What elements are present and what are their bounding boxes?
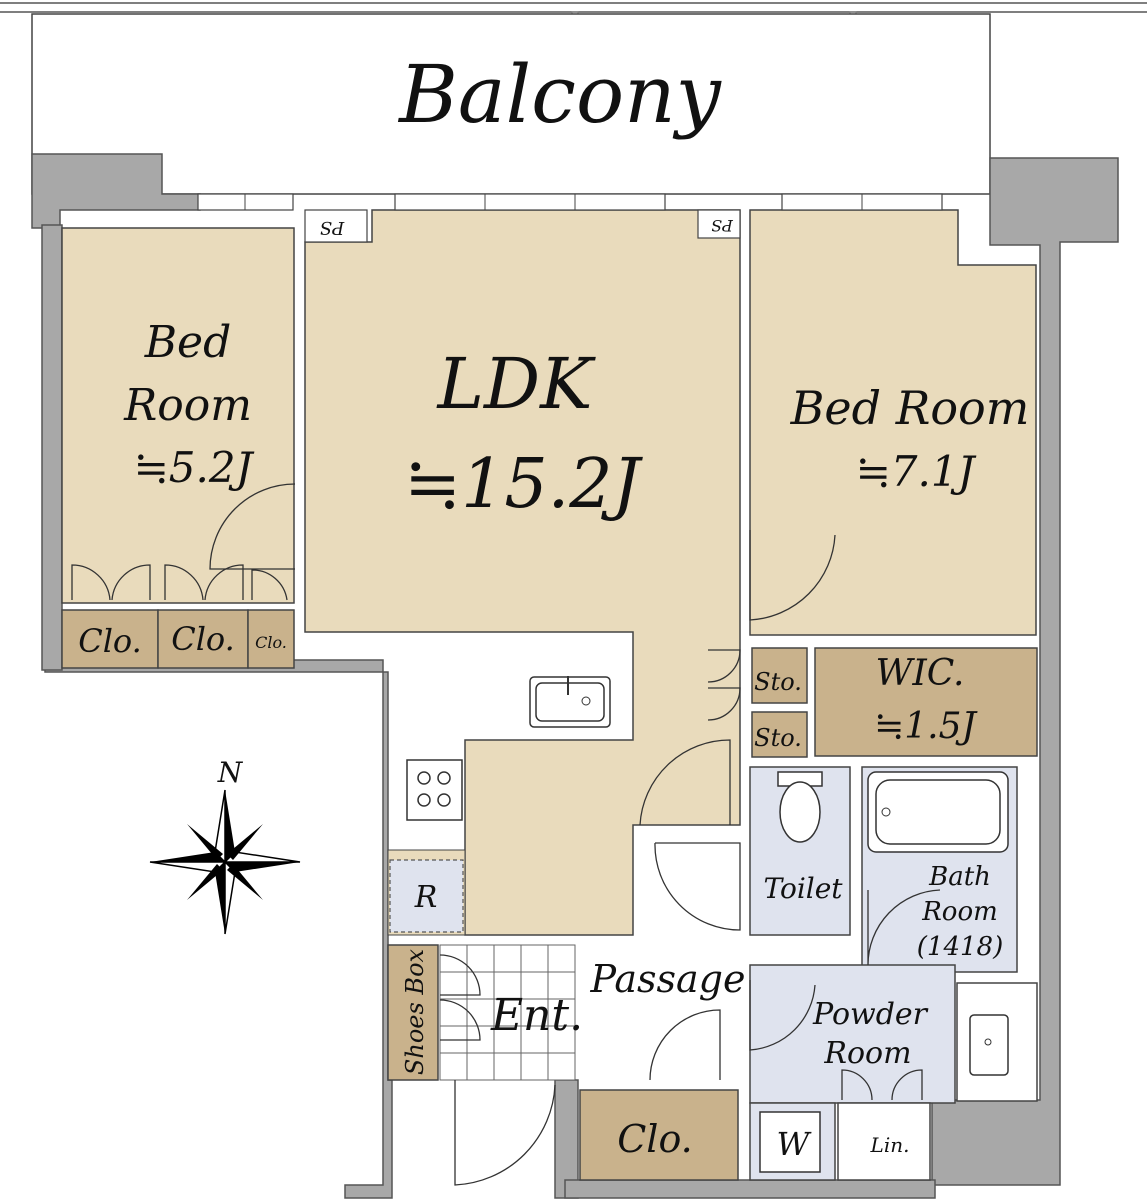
- vanity-basin: [969, 1014, 1009, 1076]
- balcony-label: Balcony: [397, 48, 723, 141]
- storage-1-label: Sto.: [754, 668, 802, 696]
- bedroom-left-floor: [61, 227, 295, 604]
- ps-right-label: PS: [711, 216, 734, 235]
- toilet-label: Toilet: [763, 872, 843, 905]
- windows: [197, 193, 943, 211]
- entrance-label: Ent.: [490, 990, 583, 1041]
- bedroom-right-label: Bed Room: [790, 381, 1030, 435]
- closet-left-1: [61, 609, 159, 669]
- entrance-tiles: [439, 944, 576, 1081]
- wic-floor: [814, 647, 1038, 757]
- doors: [71, 483, 941, 1186]
- north-compass-icon: [149, 789, 301, 935]
- wic-label: WIC.: [876, 653, 965, 694]
- powder-room-floor: [749, 964, 956, 1104]
- closet-left-2-label: Clo.: [171, 620, 235, 658]
- linen-label: Lin.: [870, 1133, 910, 1157]
- closet-left-3: [247, 609, 295, 669]
- ldk-size: ≒15.2J: [404, 445, 643, 524]
- toilet-fixture: [777, 771, 823, 843]
- bathroom-label-3: (1418): [917, 932, 1003, 962]
- ps-left-label: PS: [320, 217, 345, 238]
- closet-left-2: [157, 609, 249, 669]
- ldk-label: LDK: [436, 343, 597, 425]
- bathroom-label-1: Bath: [928, 862, 991, 892]
- closet-bottom-label: Clo.: [617, 1117, 693, 1161]
- shoes-box-label: Shoes Box: [401, 948, 429, 1075]
- bedroom-left-label-2: Room: [123, 380, 252, 431]
- bathtub: [867, 771, 1009, 853]
- bedroom-right-size: ≒7.1J: [856, 447, 977, 496]
- refrigerator-space: [389, 859, 464, 933]
- ps-left-box: [304, 209, 368, 243]
- stove: [406, 759, 463, 821]
- washer-label: W: [777, 1125, 813, 1163]
- kitchen-sink: [529, 676, 611, 728]
- balcony-area: [31, 13, 991, 195]
- bathroom-label-2: Room: [921, 897, 998, 927]
- ps-right-box: [697, 209, 741, 239]
- powder-room-label-2: Room: [823, 1036, 911, 1071]
- bedroom-right-floor: [749, 209, 1037, 636]
- passage-label: Passage: [590, 957, 746, 1001]
- shoes-box: [387, 944, 439, 1081]
- closet-left-3-label: Clo.: [255, 633, 287, 652]
- ldk-floor: [304, 209, 741, 936]
- storage-2-label: Sto.: [754, 724, 802, 752]
- wic-size: ≒1.5J: [874, 706, 978, 747]
- storage-1: [751, 647, 808, 704]
- bedroom-left-label-1: Bed: [144, 317, 232, 368]
- refrigerator-label: R: [414, 880, 438, 915]
- washer-pan: [759, 1111, 821, 1173]
- exterior-walls: [31, 153, 1119, 1199]
- closet-bottom: [579, 1089, 739, 1181]
- storage-2: [751, 711, 808, 758]
- linen-area: [837, 1102, 931, 1181]
- bedroom-left-size: ≒5.2J: [134, 443, 255, 492]
- closet-left-1-label: Clo.: [78, 622, 142, 660]
- powder-room-label-1: Powder: [812, 997, 929, 1032]
- north-label: N: [217, 756, 244, 789]
